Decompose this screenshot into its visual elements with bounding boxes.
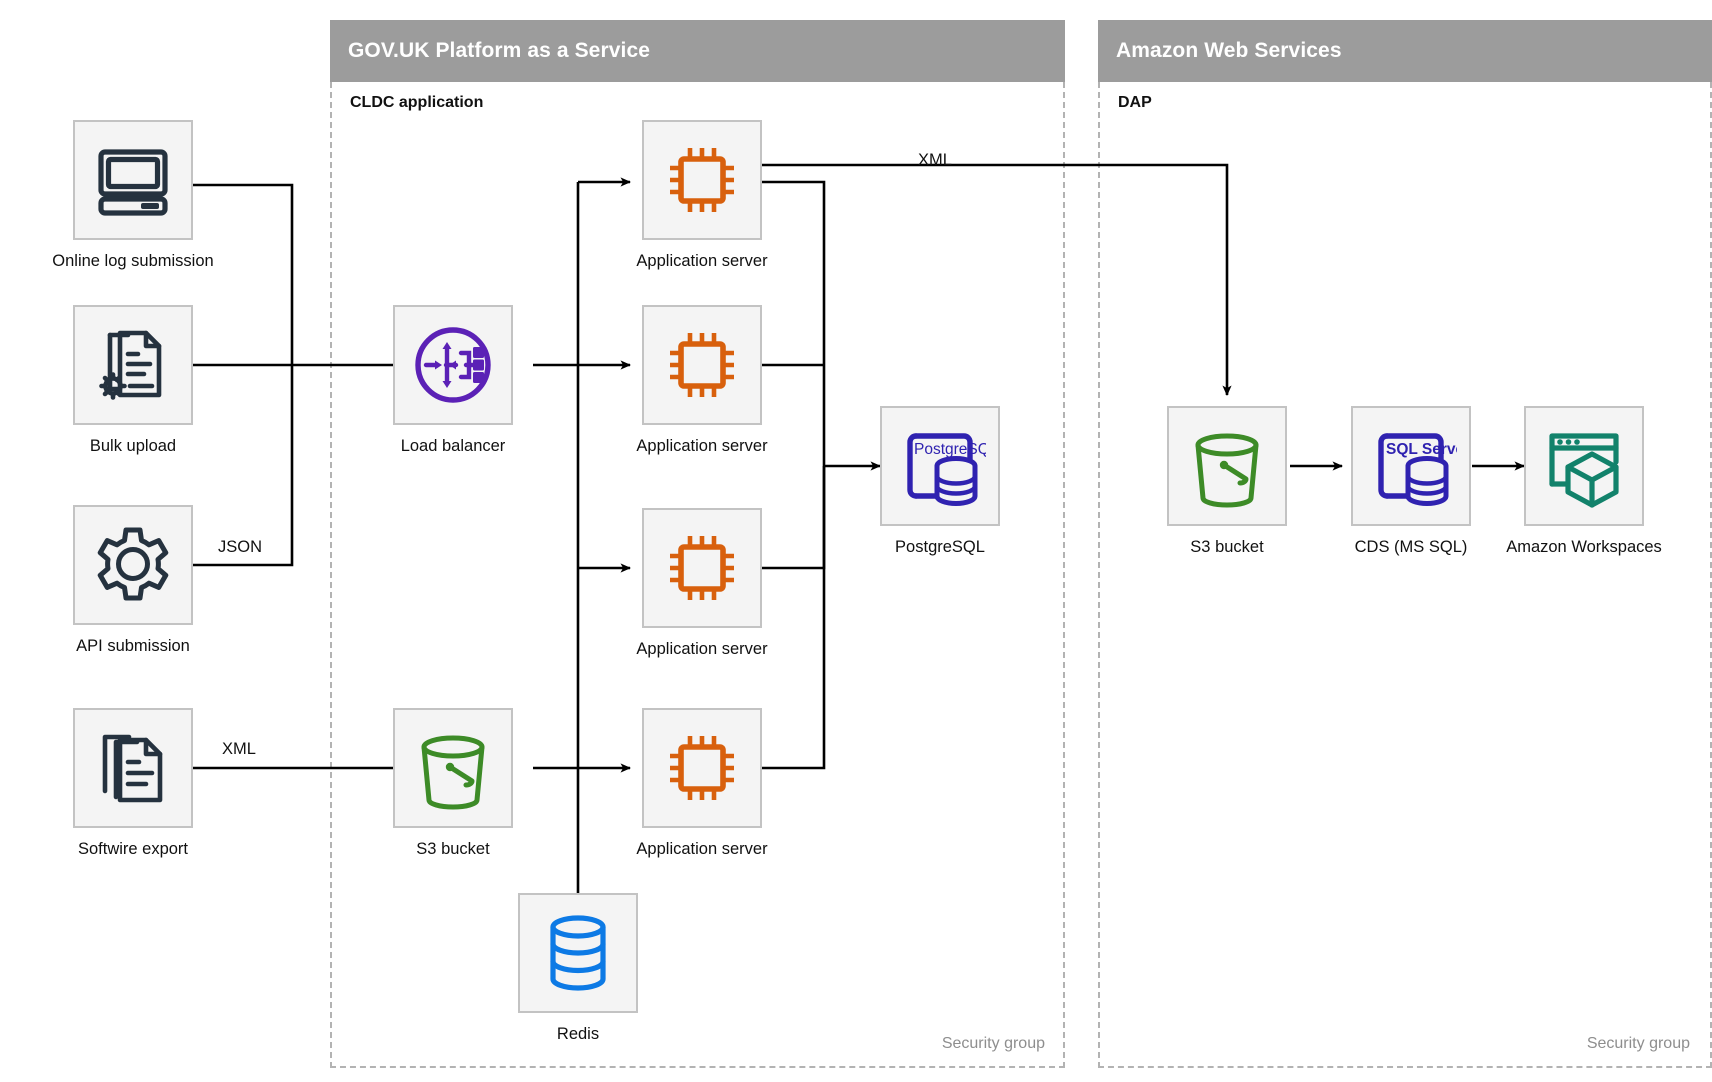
amazon-workspaces-box[interactable] — [1524, 406, 1644, 526]
bulk-upload-box[interactable] — [73, 305, 193, 425]
s3-bucket-paas-box[interactable] — [393, 708, 513, 828]
online-log-submission-box[interactable] — [73, 120, 193, 240]
cds-ms-sql-label: CDS (MS SQL) — [1354, 538, 1468, 556]
document-gear-icon — [99, 330, 162, 400]
s3-bucket-icon — [1195, 433, 1259, 508]
edge-online-log-to-bus — [192, 183, 294, 365]
group-header-aws-title: Amazon Web Services — [1116, 39, 1342, 62]
redis-label: Redis — [556, 1025, 600, 1043]
cpu-chip-icon — [670, 736, 734, 800]
desktop-computer-icon — [98, 149, 168, 216]
edge-label-xml-dap: XML — [918, 151, 952, 169]
sql-server-database-icon: SQL Server — [1378, 433, 1457, 506]
amazon-workspaces-icon — [1549, 433, 1619, 508]
group-header-paas-title: GOV.UK Platform as a Service — [348, 39, 650, 62]
app-server-2-box[interactable] — [642, 305, 762, 425]
api-submission-label: API submission — [76, 637, 190, 655]
postgresql-database-icon: PostgreSQL — [907, 433, 986, 506]
amazon-workspaces-label: Amazon Workspaces — [1506, 538, 1662, 556]
group-body-aws — [1098, 82, 1712, 1068]
postgresql-badge-text: PostgreSQL — [914, 441, 986, 458]
cpu-chip-icon — [670, 333, 734, 397]
sql-server-badge-text: SQL Server — [1386, 441, 1457, 458]
load-balancer-box[interactable] — [393, 305, 513, 425]
app-server-2-label: Application server — [636, 437, 768, 455]
load-balancer-label: Load balancer — [400, 437, 506, 455]
app-server-4-label: Application server — [636, 840, 768, 858]
s3-bucket-icon — [421, 735, 485, 810]
group-subtitle-aws: DAP — [1118, 94, 1152, 111]
cds-ms-sql-box[interactable]: SQL Server — [1351, 406, 1471, 526]
online-log-submission-label: Online log submission — [52, 252, 214, 270]
s3-bucket-aws-label: S3 bucket — [1190, 538, 1264, 556]
group-header-aws: Amazon Web Services — [1098, 20, 1712, 82]
softwire-export-label: Softwire export — [77, 840, 189, 858]
s3-bucket-paas-label: S3 bucket — [416, 840, 490, 858]
app-server-4-box[interactable] — [642, 708, 762, 828]
edge-label-json: JSON — [218, 538, 263, 556]
postgresql-label: PostgreSQL — [895, 538, 985, 556]
postgresql-box[interactable]: PostgreSQL — [880, 406, 1000, 526]
app-server-1-box[interactable] — [642, 120, 762, 240]
gear-icon — [97, 527, 169, 601]
app-server-3-box[interactable] — [642, 508, 762, 628]
bulk-upload-label: Bulk upload — [89, 437, 177, 455]
security-group-label-paas: Security group — [941, 1035, 1045, 1052]
group-subtitle-paas: CLDC application — [350, 94, 484, 111]
softwire-export-box[interactable] — [73, 708, 193, 828]
api-submission-box[interactable] — [73, 505, 193, 625]
cpu-chip-icon — [670, 536, 734, 600]
edge-label-xml-softwire: XML — [222, 740, 256, 758]
group-body-paas — [330, 82, 1065, 1068]
app-server-1-label: Application server — [636, 252, 768, 270]
document-stack-icon — [102, 734, 163, 803]
security-group-label-aws: Security group — [1586, 1035, 1690, 1052]
redis-box[interactable] — [518, 893, 638, 1013]
load-balancer-icon — [415, 327, 491, 403]
group-header-paas: GOV.UK Platform as a Service — [330, 20, 1065, 82]
s3-bucket-aws-box[interactable] — [1167, 406, 1287, 526]
cpu-chip-icon — [670, 148, 734, 212]
redis-database-icon — [550, 915, 606, 991]
app-server-3-label: Application server — [636, 640, 768, 658]
